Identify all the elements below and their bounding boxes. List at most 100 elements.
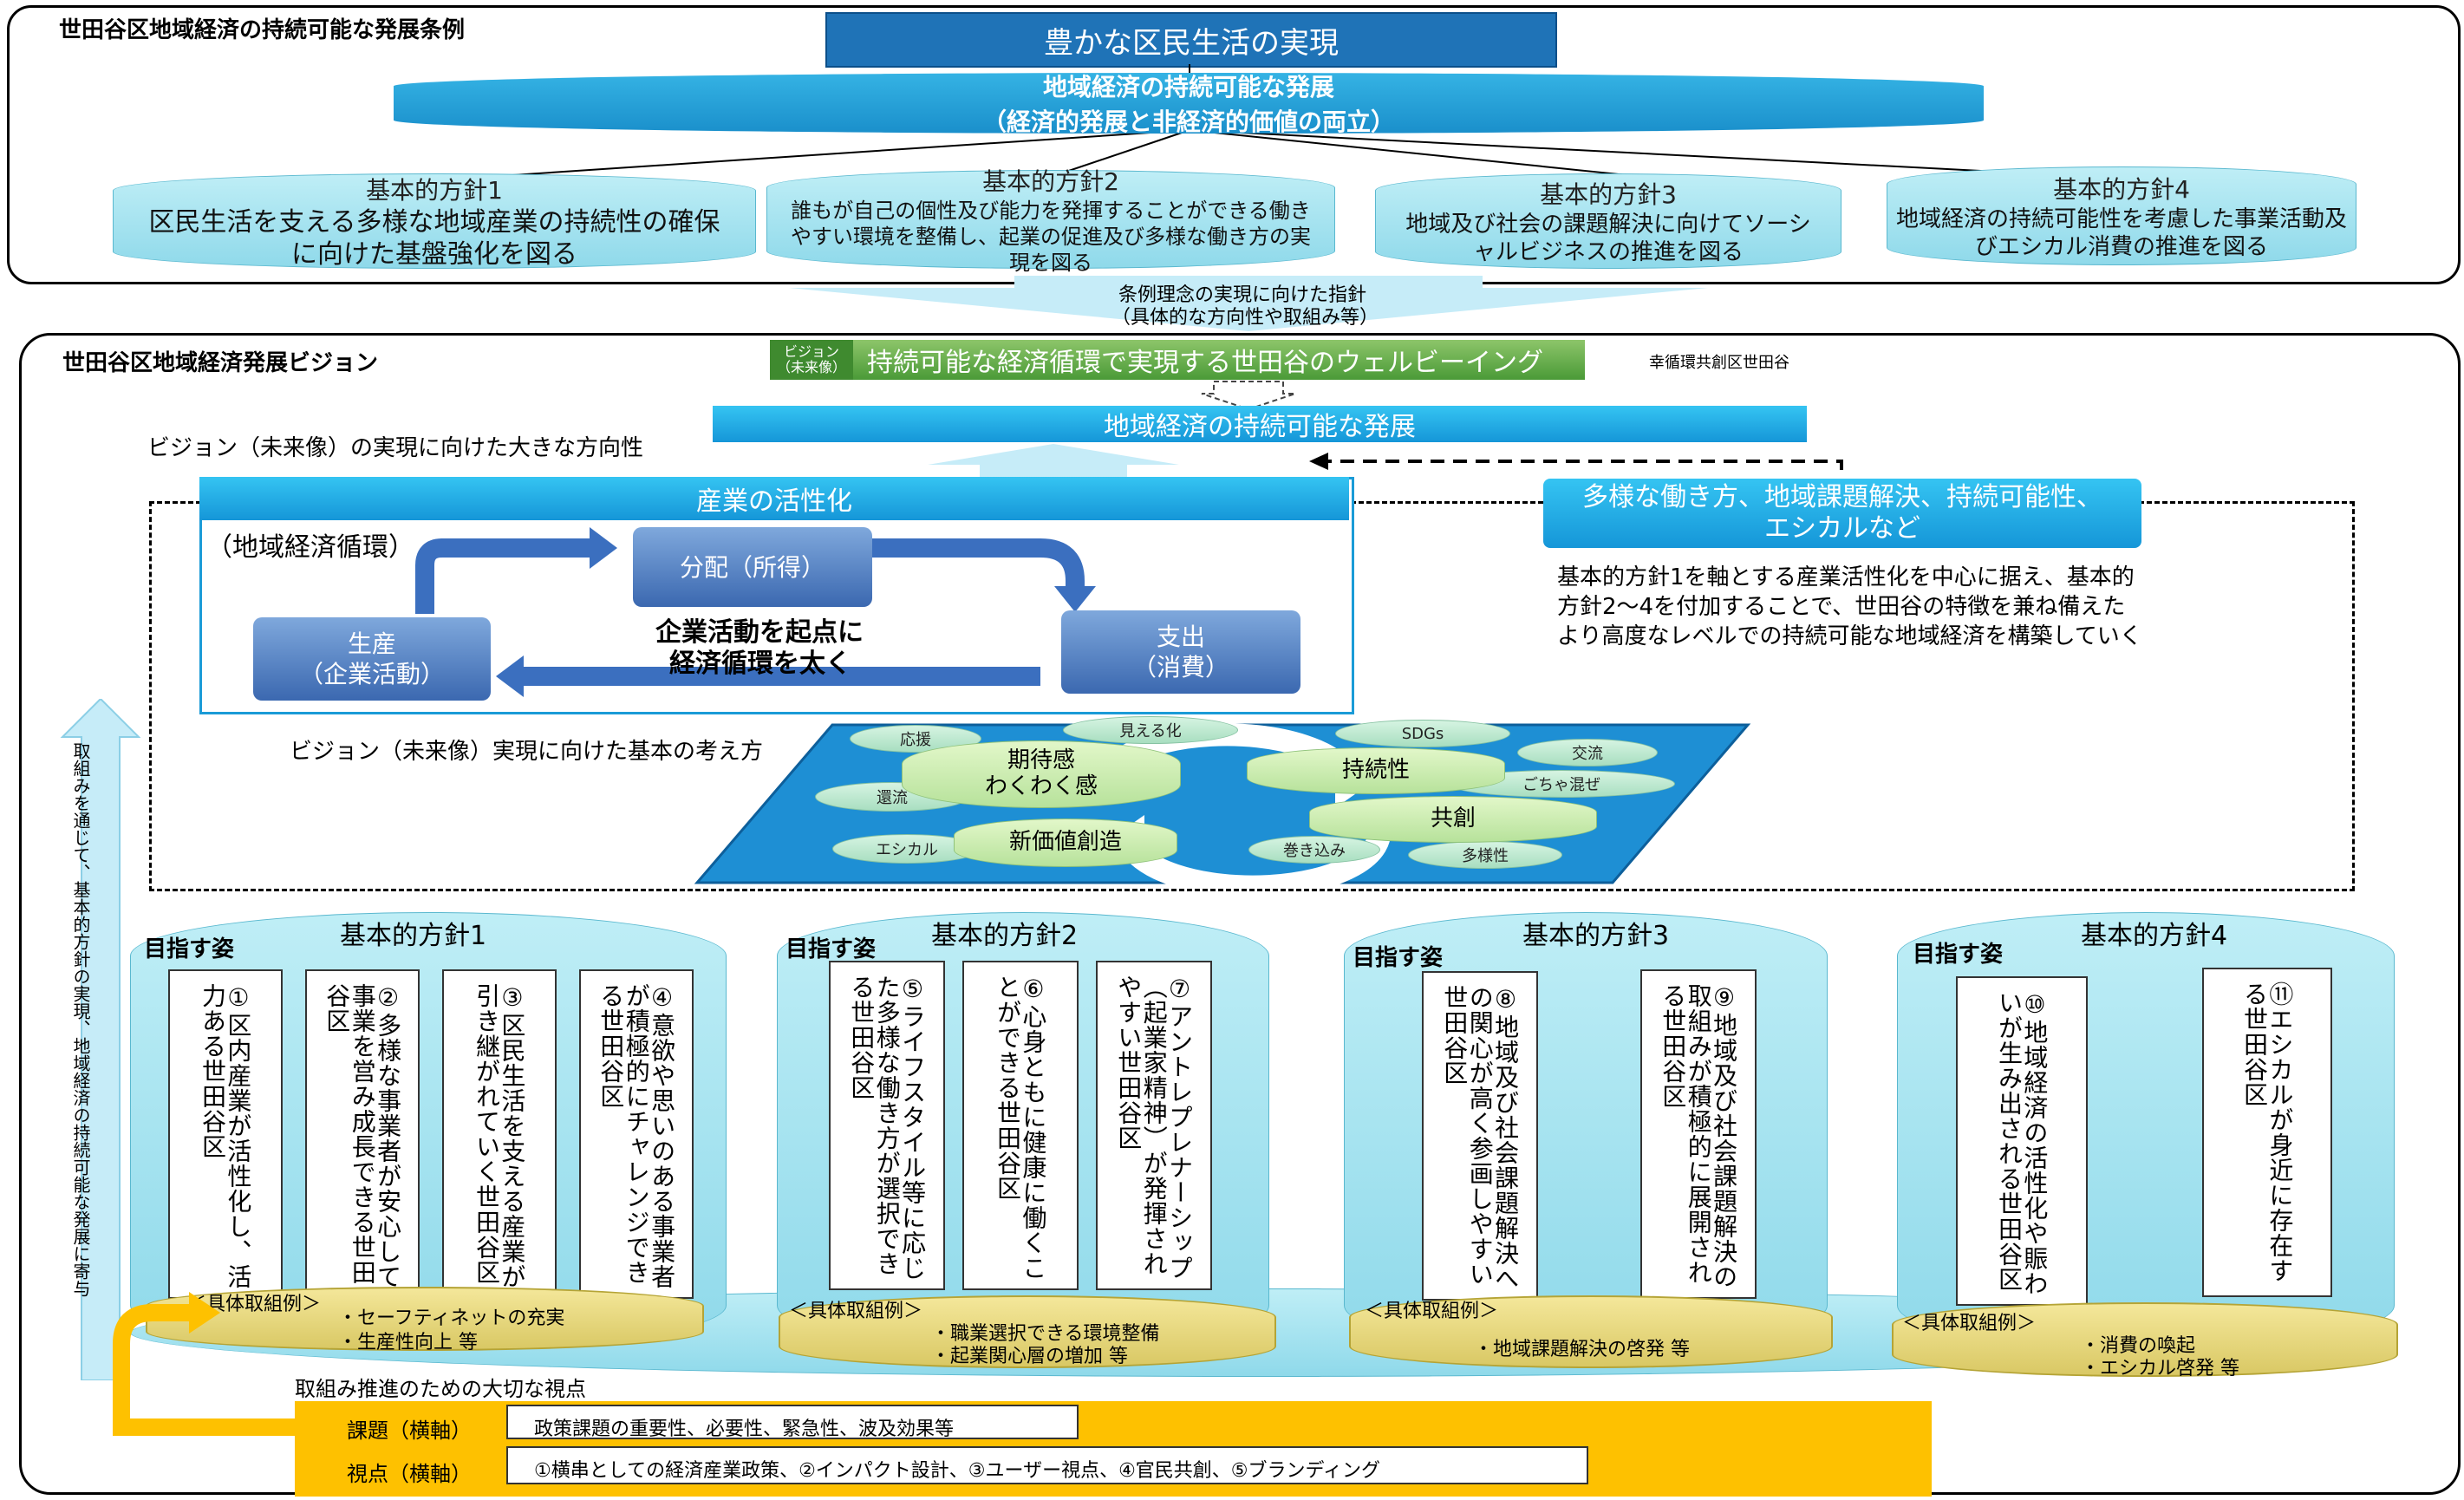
kw-cocreation-label: 共創 [1430, 805, 1476, 832]
cycle-label: （地域経済循環） [206, 532, 414, 563]
policy-3-item-2: ⑨地域及び社会課題解決の取組みが積極的に展開される世田谷区 [1640, 969, 1757, 1299]
cycle-production: 生産 （企業活動） [253, 617, 491, 701]
policy-3-item-2-text: ⑨地域及び社会課題解決の取組みが積極的に展開される世田谷区 [1659, 983, 1739, 1289]
top-policy-4-body: 地域経済の持続可能性を考慮した事業活動及びエシカル消費の推進を図る [1896, 205, 2348, 261]
policy-4-examples [1892, 1302, 2398, 1377]
cycle-arrows [415, 527, 1096, 697]
policy-3-examples [1349, 1295, 1833, 1368]
vision-tag-line1: ビジョン [783, 343, 839, 361]
policy-4-title: 基本的方針4 [2081, 921, 2228, 951]
kw-cocreation: 共創 [1309, 796, 1597, 843]
policy-1-item-1-text: ①区内産業が活性化し、活力ある世田谷区 [199, 983, 253, 1289]
top-policy-1-body: 区民生活を支える多様な地域産業の持続性の確保に向けた基盤強化を図る [148, 206, 720, 271]
cycle-production-label-2: （企業活動） [298, 660, 445, 688]
policy-1-item-2-text: ②多様な事業者が安心して事業を営み成長できる世田谷区 [323, 983, 403, 1289]
sustainable-sub: （経済的発展と非経済的価値の両立） [981, 108, 1395, 136]
policy-2-item-2-text: ⑥心身ともに健康に働くことができる世田谷区 [994, 975, 1048, 1281]
diverse-box: 多様な働き方、地域課題解決、持続可能性、 エシカルなど [1543, 479, 2141, 548]
contribution-arrow [60, 699, 141, 1380]
kw-excitement-1: 期待感 [1007, 747, 1075, 774]
kw-involve: 巻き込み [1248, 836, 1380, 864]
top-policy-3: 基本的方針3 地域及び社会の課題解決に向けてソーシャルビジネスの推進を図る [1375, 173, 1841, 269]
policy-3-item-1-text: ⑧地域及び社会課題解決への関心が高く参画しやすい世田谷区 [1440, 985, 1521, 1291]
cycle-expenditure-label-2: （消費） [1131, 653, 1229, 682]
diverse-title-2: エシカルなど [1764, 513, 1920, 544]
guideline-text-2: （具体的な方向性や取組み等） [1111, 307, 1379, 329]
top-policy-2-body: 誰もが自己の個性及び能力を発揮することができる働きやすい環境を整備し、起業の促進… [791, 199, 1311, 275]
guideline-arrow [789, 276, 1708, 331]
viewpoint-2-label: 視点（横軸） [347, 1462, 472, 1486]
kw-new-value-label: 新価値創造 [1008, 829, 1122, 856]
direction-title: ビジョン（未来像）の実現に向けた大きな方向性 [147, 435, 644, 461]
policy-1-title: 基本的方針1 [340, 921, 487, 951]
vision-banner: ビジョン （未来像） 持続可能な経済循環で実現する世田谷のウェルビーイング [770, 340, 1585, 380]
policy-4-example-label: ＜具体取組例＞ [1902, 1313, 2037, 1334]
policy-2-example-1: ・職業選択できる環境整備 [931, 1323, 1160, 1345]
basic-approach-title: ビジョン（未来像）実現に向けた基本の考え方 [290, 739, 764, 765]
policy-4-item-1: ⑩地域経済の活性化や賑わいが生み出される世田谷区 [1956, 976, 2088, 1306]
policy-1-item-2: ②多様な事業者が安心して事業を営み成長できる世田谷区 [305, 969, 420, 1299]
policy-2-item-1: ⑤ライフスタイル等に応じた多様な働き方が選択できる世田谷区 [829, 961, 945, 1290]
sustainable-development-cylinder: 地域経済の持続可能な発展 （経済的発展と非経済的価値の両立） [394, 73, 1984, 136]
vision-section-title: 世田谷区地域経済発展ビジョン [62, 350, 379, 376]
kw-sustainability-label: 持続性 [1341, 757, 1410, 784]
policy-4-example-1: ・消費の喚起 [2081, 1335, 2196, 1357]
viewpoint-1-text: 政策課題の重要性、必要性、緊急性、波及効果等 [506, 1405, 1079, 1440]
goal-text: 豊かな区民生活の実現 [1044, 25, 1339, 61]
policy-4-example-2: ・エシカル啓発 等 [2081, 1358, 2239, 1379]
kw-sdgs: SDGs [1335, 720, 1510, 747]
cycle-expenditure-label-1: 支出 [1156, 623, 1205, 651]
top-policy-1: 基本的方針1 区民生活を支える多様な地域産業の持続性の確保に向けた基盤強化を図る [113, 173, 756, 271]
policy-3-goal-label: 目指す姿 [1353, 945, 1444, 971]
policy-2-item-3-text: ⑦アントレプレナーシップ（起業家精神）が発揮されやすい世田谷区 [1114, 975, 1195, 1281]
industry-title: 産業の活性化 [696, 486, 852, 517]
top-policy-3-title: 基本的方針3 [1540, 179, 1677, 209]
vision-tag-line2: （未来像） [776, 359, 846, 375]
policy-1-item-3: ③区民生活を支える産業が引き継がれていく世田谷区 [442, 969, 557, 1299]
cycle-center-text-2: 経済循環を太く [669, 649, 851, 679]
diverse-title-1: 多様な働き方、地域課題解決、持続可能性、 [1582, 482, 2102, 512]
kw-excitement-2: わくわく感 [984, 773, 1098, 799]
policy-2-item-2: ⑥心身ともに健康に働くことができる世田谷区 [962, 961, 1079, 1290]
policy-1-item-3-text: ③区民生活を支える産業が引き継がれていく世田谷区 [473, 983, 527, 1289]
kw-mix: ごちゃ混ぜ [1448, 770, 1675, 798]
diverse-desc-2: 方針2～4を付加することで、世田谷の特徴を兼ね備えた [1557, 593, 2126, 620]
viewpoint-1-label: 課題（横軸） [347, 1418, 472, 1443]
ordinance-title: 世田谷区地域経済の持続可能な発展条例 [59, 17, 466, 43]
viewpoint-hook-arrow [113, 1292, 295, 1436]
policy-1-example-1: ・セーフティネットの充実 [338, 1308, 565, 1329]
viewpoint-title: 取組み推進のための大切な視点 [295, 1377, 586, 1401]
up-arrow-to-sustainable [928, 444, 1179, 482]
policy-2-item-1-text: ⑤ライフスタイル等に応じた多様な働き方が選択できる世田谷区 [847, 975, 928, 1281]
policy-2-item-3: ⑦アントレプレナーシップ（起業家精神）が発揮されやすい世田谷区 [1096, 961, 1212, 1290]
industry-title-bar: 産業の活性化 [199, 477, 1349, 520]
policy-2-example-2: ・起業関心層の増加 等 [931, 1346, 1128, 1367]
policy-2-example-label: ＜具体取組例＞ [789, 1301, 923, 1322]
guideline-text-1: 条例理念の実現に向けた指針 [1118, 284, 1367, 306]
policy-3-title: 基本的方針3 [1522, 921, 1670, 951]
cycle-production-label-1: 生産 [347, 629, 396, 658]
kw-new-value: 新価値創造 [954, 818, 1177, 867]
kw-excitement: 期待感 わくわく感 [902, 740, 1181, 808]
kw-exchange: 交流 [1517, 739, 1658, 766]
policy-3-item-1: ⑧地域及び社会課題解決への関心が高く参画しやすい世田谷区 [1422, 971, 1538, 1301]
vision-sustainable-text: 地域経済の持続可能な発展 [1104, 412, 1416, 442]
contribution-text: 取組みを通じて、基本的方針の実現、地域経済の持続可能な発展に寄与 [70, 742, 91, 1297]
policy-1-goal-label: 目指す姿 [144, 936, 235, 962]
policy-2-title: 基本的方針2 [931, 921, 1079, 951]
vision-side-text: 幸循環共創区世田谷 [1649, 354, 1789, 372]
kw-sustainability: 持続性 [1247, 747, 1505, 794]
policy-1-item-4-text: ④意欲や思いのある事業者が積極的にチャレンジできる世田谷区 [596, 983, 677, 1289]
top-policy-4: 基本的方針4 地域経済の持続可能性を考慮した事業活動及びエシカル消費の推進を図る [1887, 166, 2356, 265]
policy-2-goal-label: 目指す姿 [785, 936, 877, 962]
cycle-distribution: 分配（所得） [633, 527, 872, 607]
top-policy-2: 基本的方針2 誰もが自己の個性及び能力を発揮することができる働きやすい環境を整備… [766, 167, 1335, 275]
policy-2-examples [779, 1295, 1276, 1368]
policy-1-example-2: ・生産性向上 等 [338, 1332, 478, 1353]
policy-1-examples [146, 1287, 704, 1351]
vision-tag: ビジョン （未来像） [770, 340, 853, 380]
goal-bar: 豊かな区民生活の実現 [825, 12, 1557, 68]
diverse-desc-3: より高度なレベルでの持続可能な地域経済を構築していく [1557, 623, 2142, 649]
kw-visible: 見える化 [1063, 716, 1238, 744]
policy-3-example-label: ＜具体取組例＞ [1365, 1301, 1499, 1322]
